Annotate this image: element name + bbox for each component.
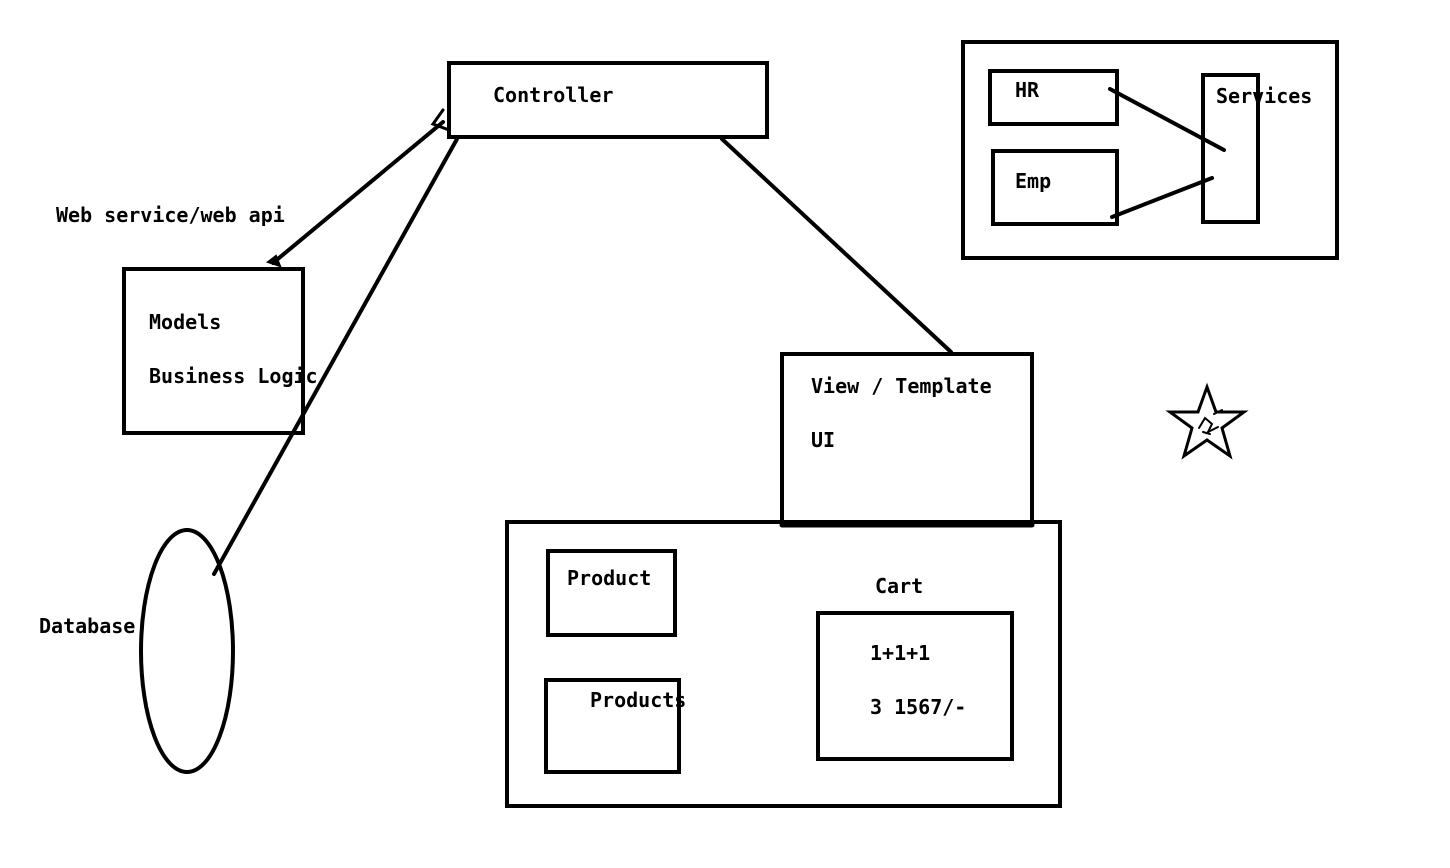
emp-label: Emp <box>1015 169 1051 193</box>
database-ellipse <box>139 528 235 774</box>
services-label: Services <box>1216 84 1312 108</box>
controller-view-line <box>720 137 953 354</box>
cart-label: Cart <box>875 574 923 598</box>
products-label: Products <box>590 688 686 712</box>
controller-label: Controller <box>493 83 613 107</box>
controller-database-line <box>212 137 459 576</box>
star-icon-scribble <box>1198 409 1223 435</box>
ui-label: UI <box>811 428 835 452</box>
hr-services-line <box>1108 87 1226 152</box>
models-box <box>122 267 305 435</box>
cart-count-label: 1+1+1 <box>870 641 930 665</box>
star-icon <box>1165 382 1249 460</box>
emp-box <box>991 149 1119 226</box>
web-service-label: Web service/web api <box>56 203 285 227</box>
product-label: Product <box>567 566 651 590</box>
connector-arrowhead-bottom <box>265 254 282 268</box>
emp-services-line <box>1110 176 1214 219</box>
database-label: Database <box>39 614 135 638</box>
hr-box <box>988 69 1119 126</box>
services-panel <box>961 40 1339 260</box>
controller-models-connector <box>271 120 445 265</box>
products-box <box>544 678 681 774</box>
business-logic-label: Business Logic <box>149 364 318 388</box>
controller-box <box>447 61 769 139</box>
connector-arrowhead-top <box>430 108 451 132</box>
product-box <box>546 549 677 637</box>
hr-label: HR <box>1015 78 1040 102</box>
cart-box <box>816 611 1014 761</box>
models-label: Models <box>149 310 221 334</box>
cart-total-label: 3 1567/- <box>870 695 966 719</box>
store-panel <box>505 520 1062 808</box>
view-template-label: View / Template <box>811 374 992 398</box>
services-box <box>1201 73 1260 224</box>
